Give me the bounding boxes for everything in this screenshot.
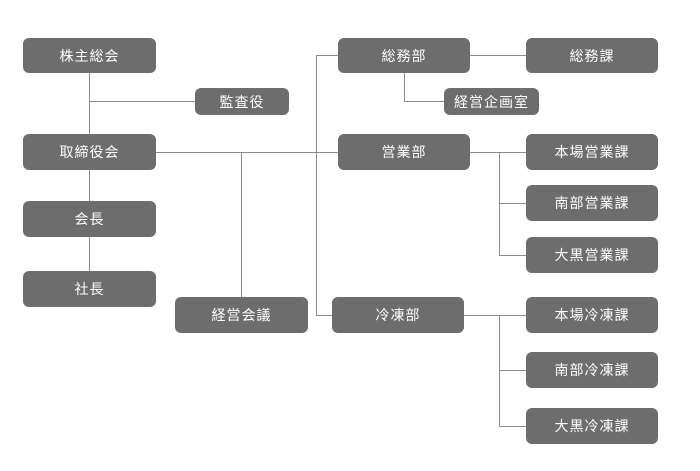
connector-board-to-chairman: [89, 170, 90, 201]
node-sales-dept: 営業部: [338, 134, 470, 170]
node-sales-daikoku-section: 大黒営業課: [526, 237, 658, 273]
connector-to-general-affairs-section: [470, 55, 526, 56]
connector-board-to-sales: [156, 152, 338, 153]
node-shareholders-meeting: 株主総会: [23, 38, 156, 73]
node-frozen-south-section: 南部冷凍課: [526, 352, 658, 388]
node-sales-south-section: 南部営業課: [526, 185, 658, 221]
node-corporate-planning-office: 経営企画室: [444, 88, 539, 115]
node-general-affairs-section: 総務課: [526, 38, 658, 73]
connector-to-sales-south: [499, 203, 526, 204]
connector-frozen-out: [464, 315, 526, 316]
connector-chairman-to-president: [89, 237, 90, 271]
node-board-of-directors: 取締役会: [23, 134, 156, 170]
node-frozen-daikoku-section: 大黒冷凍課: [526, 408, 658, 444]
node-frozen-main-office-section: 本場冷凍課: [526, 297, 658, 333]
node-auditor: 監査役: [195, 88, 289, 115]
node-management-council: 経営会議: [175, 297, 308, 333]
connector-to-planning-office: [404, 73, 405, 101]
connector-to-planning-office-h: [404, 101, 444, 102]
connector-shareholders-to-board: [89, 73, 90, 134]
connector-to-management-council: [241, 152, 242, 297]
node-frozen-dept: 冷凍部: [332, 297, 464, 333]
connector-to-frozen-dept: [316, 315, 332, 316]
node-sales-main-office-section: 本場営業課: [526, 134, 658, 170]
node-president: 社長: [23, 271, 156, 307]
node-chairman: 会長: [23, 201, 156, 237]
connector-to-frozen-daikoku: [499, 426, 526, 427]
node-general-affairs-dept: 総務部: [338, 38, 470, 73]
connector-to-general-affairs-dept: [316, 55, 338, 56]
connector-sales-out: [470, 152, 526, 153]
connector-departments-trunk: [316, 55, 317, 315]
connector-to-sales-daikoku: [499, 255, 526, 256]
connector-to-frozen-south: [499, 370, 526, 371]
connector-to-auditor: [89, 101, 195, 102]
